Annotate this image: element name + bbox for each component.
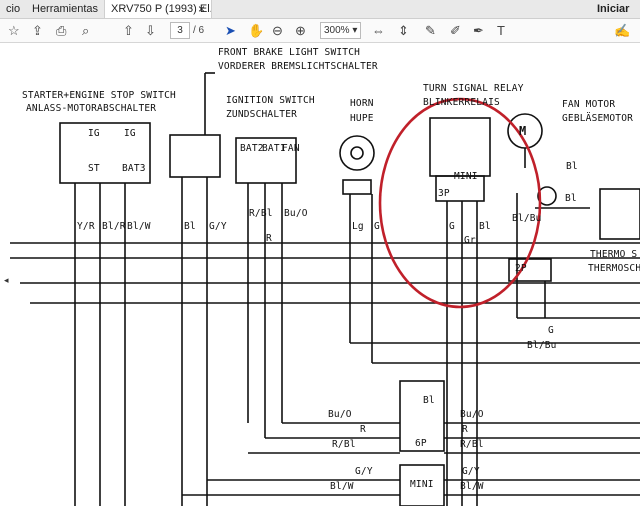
scroll-mode-icon[interactable]: ⇕	[398, 23, 409, 38]
relay-3p-label: 3P	[438, 188, 450, 199]
brake-title: FRONT BRAKE LIGHT SWITCH	[218, 47, 361, 58]
wire-label: G/Y	[209, 221, 227, 232]
tab-document[interactable]: XRV750 P (1993) El...	[104, 0, 212, 18]
horn-symbol	[339, 135, 375, 171]
starter-pin: ST	[88, 163, 100, 174]
page-up-icon[interactable]: ⇧	[123, 23, 134, 38]
wiring-diagram	[10, 72, 640, 506]
wire-label: Y/R	[77, 221, 95, 232]
zoom-search-icon[interactable]: ⌕	[82, 23, 90, 38]
wire-label: Bl/W	[127, 221, 151, 232]
wire-label: Bl/Bu	[527, 340, 557, 351]
zoom-select[interactable]: 300% ▾	[320, 22, 361, 39]
highlight-icon[interactable]: ✐	[450, 23, 461, 38]
fan-letter: M	[519, 124, 527, 138]
horn-title: HORN	[350, 98, 374, 109]
connector-mini-box	[399, 464, 445, 506]
wire-label: R	[360, 424, 366, 435]
fit-page-icon[interactable]: ⇔	[372, 23, 385, 38]
comment-icon[interactable]: ✎	[425, 23, 436, 38]
document-view: ◂	[0, 43, 640, 506]
relay-subtitle: BLINKERRELAIS	[423, 97, 500, 108]
starter-subtitle: ANLASS-MOTORABSCHALTER	[26, 103, 157, 114]
zoom-in-icon[interactable]: ⊕	[295, 23, 306, 38]
ignition-pin: FAN	[282, 143, 300, 154]
wire-label: Lg	[352, 221, 364, 232]
ignition-title: IGNITION SWITCH	[226, 95, 315, 106]
page-down-icon[interactable]: ⇩	[145, 23, 156, 38]
select-cursor-icon[interactable]: ➤	[225, 23, 236, 38]
wire-label: Bl	[565, 193, 577, 204]
wire-label: R	[266, 233, 272, 244]
wire-label: Bl/W	[460, 481, 484, 492]
wire-label: G/Y	[355, 466, 373, 477]
starter-pin: IG	[88, 128, 100, 139]
wire-label: Bl/Bu	[512, 213, 542, 224]
chevron-down-icon: ▾	[352, 25, 358, 36]
toolbar: ☆ ⇪ ⎙ ⌕ ⇧ ⇩ 3 / 6 ➤ ✋ ⊖ ⊕ 300% ▾ ⇔ ⇕ ✎ ✐…	[0, 19, 640, 43]
zoom-out-icon[interactable]: ⊖	[272, 23, 283, 38]
tab-label: XRV750 P (1993) El...	[111, 3, 212, 15]
wire-label: Bl/R	[102, 221, 126, 232]
tab-inicio[interactable]: cio	[0, 0, 26, 18]
ignition-pin: BAT1	[262, 143, 286, 154]
connector-6p-label: 6P	[415, 438, 427, 449]
connector-mini-label: MINI	[410, 479, 434, 490]
fan-subtitle: GEBLÄSEMOTOR	[562, 113, 634, 124]
wire-label: R/Bl	[460, 439, 484, 450]
page-number-input[interactable]: 3	[170, 22, 190, 39]
brake-subtitle: VORDERER BREMSLICHTSCHALTER	[218, 61, 378, 72]
tab-herramientas[interactable]: Herramientas	[26, 0, 104, 18]
highlight-ellipse	[378, 97, 542, 309]
brake-switch-box	[169, 134, 221, 178]
ignition-switch-box	[235, 137, 297, 184]
wire-label: G	[449, 221, 455, 232]
wire-label: R	[462, 424, 468, 435]
thermo-subtitle: THERMOSCH	[588, 263, 640, 274]
wire-label: Bl	[566, 161, 578, 172]
tab-bar: cio Herramientas XRV750 P (1993) El... ×…	[0, 0, 640, 19]
close-tab-icon[interactable]: ×	[198, 2, 206, 16]
draw-icon[interactable]: ✒	[473, 23, 484, 38]
page-total: / 6	[193, 25, 205, 36]
wire-label: Bu/O	[284, 208, 308, 219]
tab-label: Herramientas	[32, 3, 99, 15]
wire-label: G/Y	[462, 466, 480, 477]
zoom-value: 300%	[324, 25, 350, 36]
upload-icon[interactable]: ⇪	[32, 23, 43, 38]
starter-pin: BAT3	[122, 163, 146, 174]
wire-label: R/Bl	[332, 439, 356, 450]
wire-label: Bl/W	[330, 481, 354, 492]
starter-pin: IG	[124, 128, 136, 139]
starter-title: STARTER+ENGINE STOP SWITCH	[22, 90, 176, 101]
relay-box	[429, 117, 491, 177]
wire-label: R/Bl	[249, 208, 273, 219]
ignition-subtitle: ZUNDSCHALTER	[226, 109, 298, 120]
connector-2p-label: 2P	[515, 263, 527, 274]
wire-label: Bl	[423, 395, 435, 406]
wire-label: Bu/O	[460, 409, 484, 420]
wire-label: G	[548, 325, 554, 336]
starter-switch-box	[59, 122, 151, 184]
print-icon[interactable]: ⎙	[56, 23, 67, 38]
relay-mini-label: MINI	[454, 171, 478, 182]
text-icon[interactable]: T	[497, 23, 505, 38]
horn-subtitle: HUPE	[350, 113, 374, 124]
hand-tool-icon[interactable]: ✋	[248, 23, 265, 38]
tab-label: cio	[6, 3, 21, 15]
wire-label: G	[374, 221, 380, 232]
star-icon[interactable]: ☆	[8, 23, 20, 38]
wire-label: Bu/O	[328, 409, 352, 420]
sign-in-link[interactable]: Iniciar	[597, 3, 630, 15]
relay-title: TURN SIGNAL RELAY	[423, 83, 524, 94]
ignition-pin: BAT2	[240, 143, 264, 154]
wire-label: Gr	[464, 235, 476, 246]
sign-icon[interactable]: ✍	[614, 23, 631, 38]
fan-title: FAN MOTOR	[562, 99, 616, 110]
wire-label: Bl	[479, 221, 491, 232]
thermo-title: THERMO S	[590, 249, 638, 260]
connector-6p-box	[399, 380, 445, 452]
wire-label: Bl	[184, 221, 196, 232]
left-panel-arrow-icon[interactable]: ◂	[4, 275, 9, 285]
